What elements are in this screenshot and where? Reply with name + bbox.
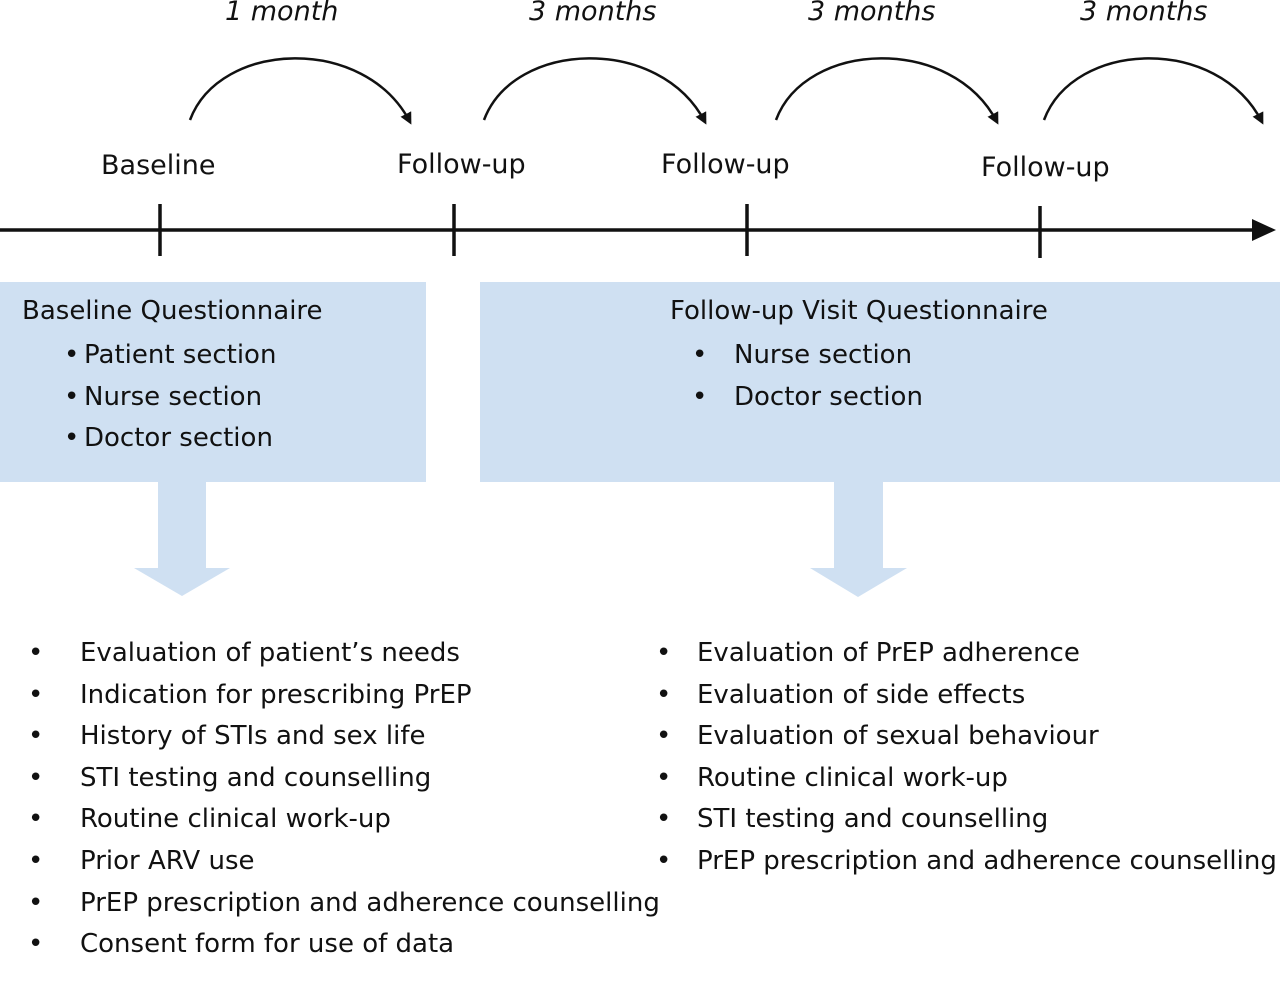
list-item: •Evaluation of patient’s needs — [28, 638, 460, 668]
interval-label-3: 3 months — [808, 0, 936, 27]
list-item-label: STI testing and counselling — [80, 762, 432, 793]
interval-arrow-1 — [188, 57, 412, 125]
interval-arrow-2 — [482, 57, 707, 125]
stage-label-followup-1: Follow-up — [397, 149, 526, 180]
list-item: •Patient section — [64, 340, 277, 370]
interval-arrow-4 — [1042, 57, 1264, 125]
followup-down-arrow — [810, 482, 907, 597]
list-item-label: Nurse section — [84, 381, 263, 412]
list-item-label: PrEP prescription and adherence counsell… — [80, 887, 660, 918]
stage-label-followup-3: Follow-up — [981, 152, 1110, 183]
list-item: •Nurse section — [692, 340, 913, 370]
list-item: •Routine clinical work-up — [28, 804, 391, 835]
list-item-label: Indication for prescribing PrEP — [80, 679, 472, 710]
list-item-label: Prior ARV use — [80, 845, 255, 876]
list-item: •Evaluation of side effects — [656, 679, 1026, 710]
list-item-label: STI testing and counselling — [697, 804, 1049, 835]
list-item: •STI testing and counselling — [28, 762, 432, 793]
interval-arrow-3 — [774, 57, 999, 125]
list-item: •STI testing and counselling — [656, 804, 1049, 835]
list-item: •Routine clinical work-up — [656, 762, 1008, 793]
list-item-label: Evaluation of patient’s needs — [80, 638, 460, 668]
list-item: •Consent form for use of data — [28, 929, 455, 960]
timeline-arrowhead — [1252, 219, 1276, 241]
list-item: •Nurse section — [64, 381, 263, 412]
stage-label-baseline: Baseline — [101, 150, 216, 181]
list-item-label: Doctor section — [84, 423, 273, 453]
list-item: •Evaluation of sexual behaviour — [656, 721, 1099, 752]
list-item: •PrEP prescription and adherence counsel… — [656, 845, 1277, 876]
list-item-label: Nurse section — [734, 340, 913, 370]
baseline-questionnaire-box: Baseline Questionnaire •Patient section … — [0, 282, 426, 482]
baseline-section-list: •Patient section •Nurse section •Doctor … — [22, 335, 276, 460]
list-item-label: Routine clinical work-up — [697, 762, 1008, 793]
list-item: •Prior ARV use — [28, 845, 255, 876]
list-item-label: Consent form for use of data — [80, 929, 455, 960]
list-item-label: Routine clinical work-up — [80, 804, 391, 835]
interval-label-1: 1 month — [225, 0, 339, 27]
list-item-label: Evaluation of side effects — [697, 679, 1026, 710]
baseline-questionnaire-title: Baseline Questionnaire — [22, 296, 323, 326]
list-item: •Doctor section — [692, 381, 923, 412]
interval-label-4: 3 months — [1080, 0, 1208, 27]
list-item: •PrEP prescription and adherence counsel… — [28, 887, 660, 918]
list-item-label: Patient section — [84, 340, 277, 370]
list-item: •History of STIs and sex life — [28, 721, 426, 752]
list-item: •Evaluation of PrEP adherence — [656, 638, 1080, 668]
list-item: •Indication for prescribing PrEP — [28, 679, 472, 710]
list-item-label: Evaluation of sexual behaviour — [697, 721, 1099, 752]
baseline-down-arrow — [134, 482, 230, 596]
stage-label-followup-2: Follow-up — [661, 149, 790, 180]
list-item-label: PrEP prescription and adherence counsell… — [697, 845, 1277, 876]
list-item-label: History of STIs and sex life — [80, 721, 426, 752]
followup-section-list: •Nurse section •Doctor section — [650, 335, 923, 418]
list-item: •Doctor section — [64, 423, 273, 453]
list-item-label: Doctor section — [734, 381, 923, 412]
followup-questionnaire-title: Follow-up Visit Questionnaire — [670, 296, 1048, 326]
followup-questionnaire-box: Follow-up Visit Questionnaire •Nurse sec… — [480, 282, 1280, 482]
interval-label-2: 3 months — [529, 0, 657, 27]
list-item-label: Evaluation of PrEP adherence — [697, 638, 1080, 668]
followup-outcomes-list: •Evaluation of PrEP adherence •Evaluatio… — [628, 633, 1277, 881]
baseline-outcomes-list: •Evaluation of patient’s needs •Indicati… — [0, 633, 660, 964]
